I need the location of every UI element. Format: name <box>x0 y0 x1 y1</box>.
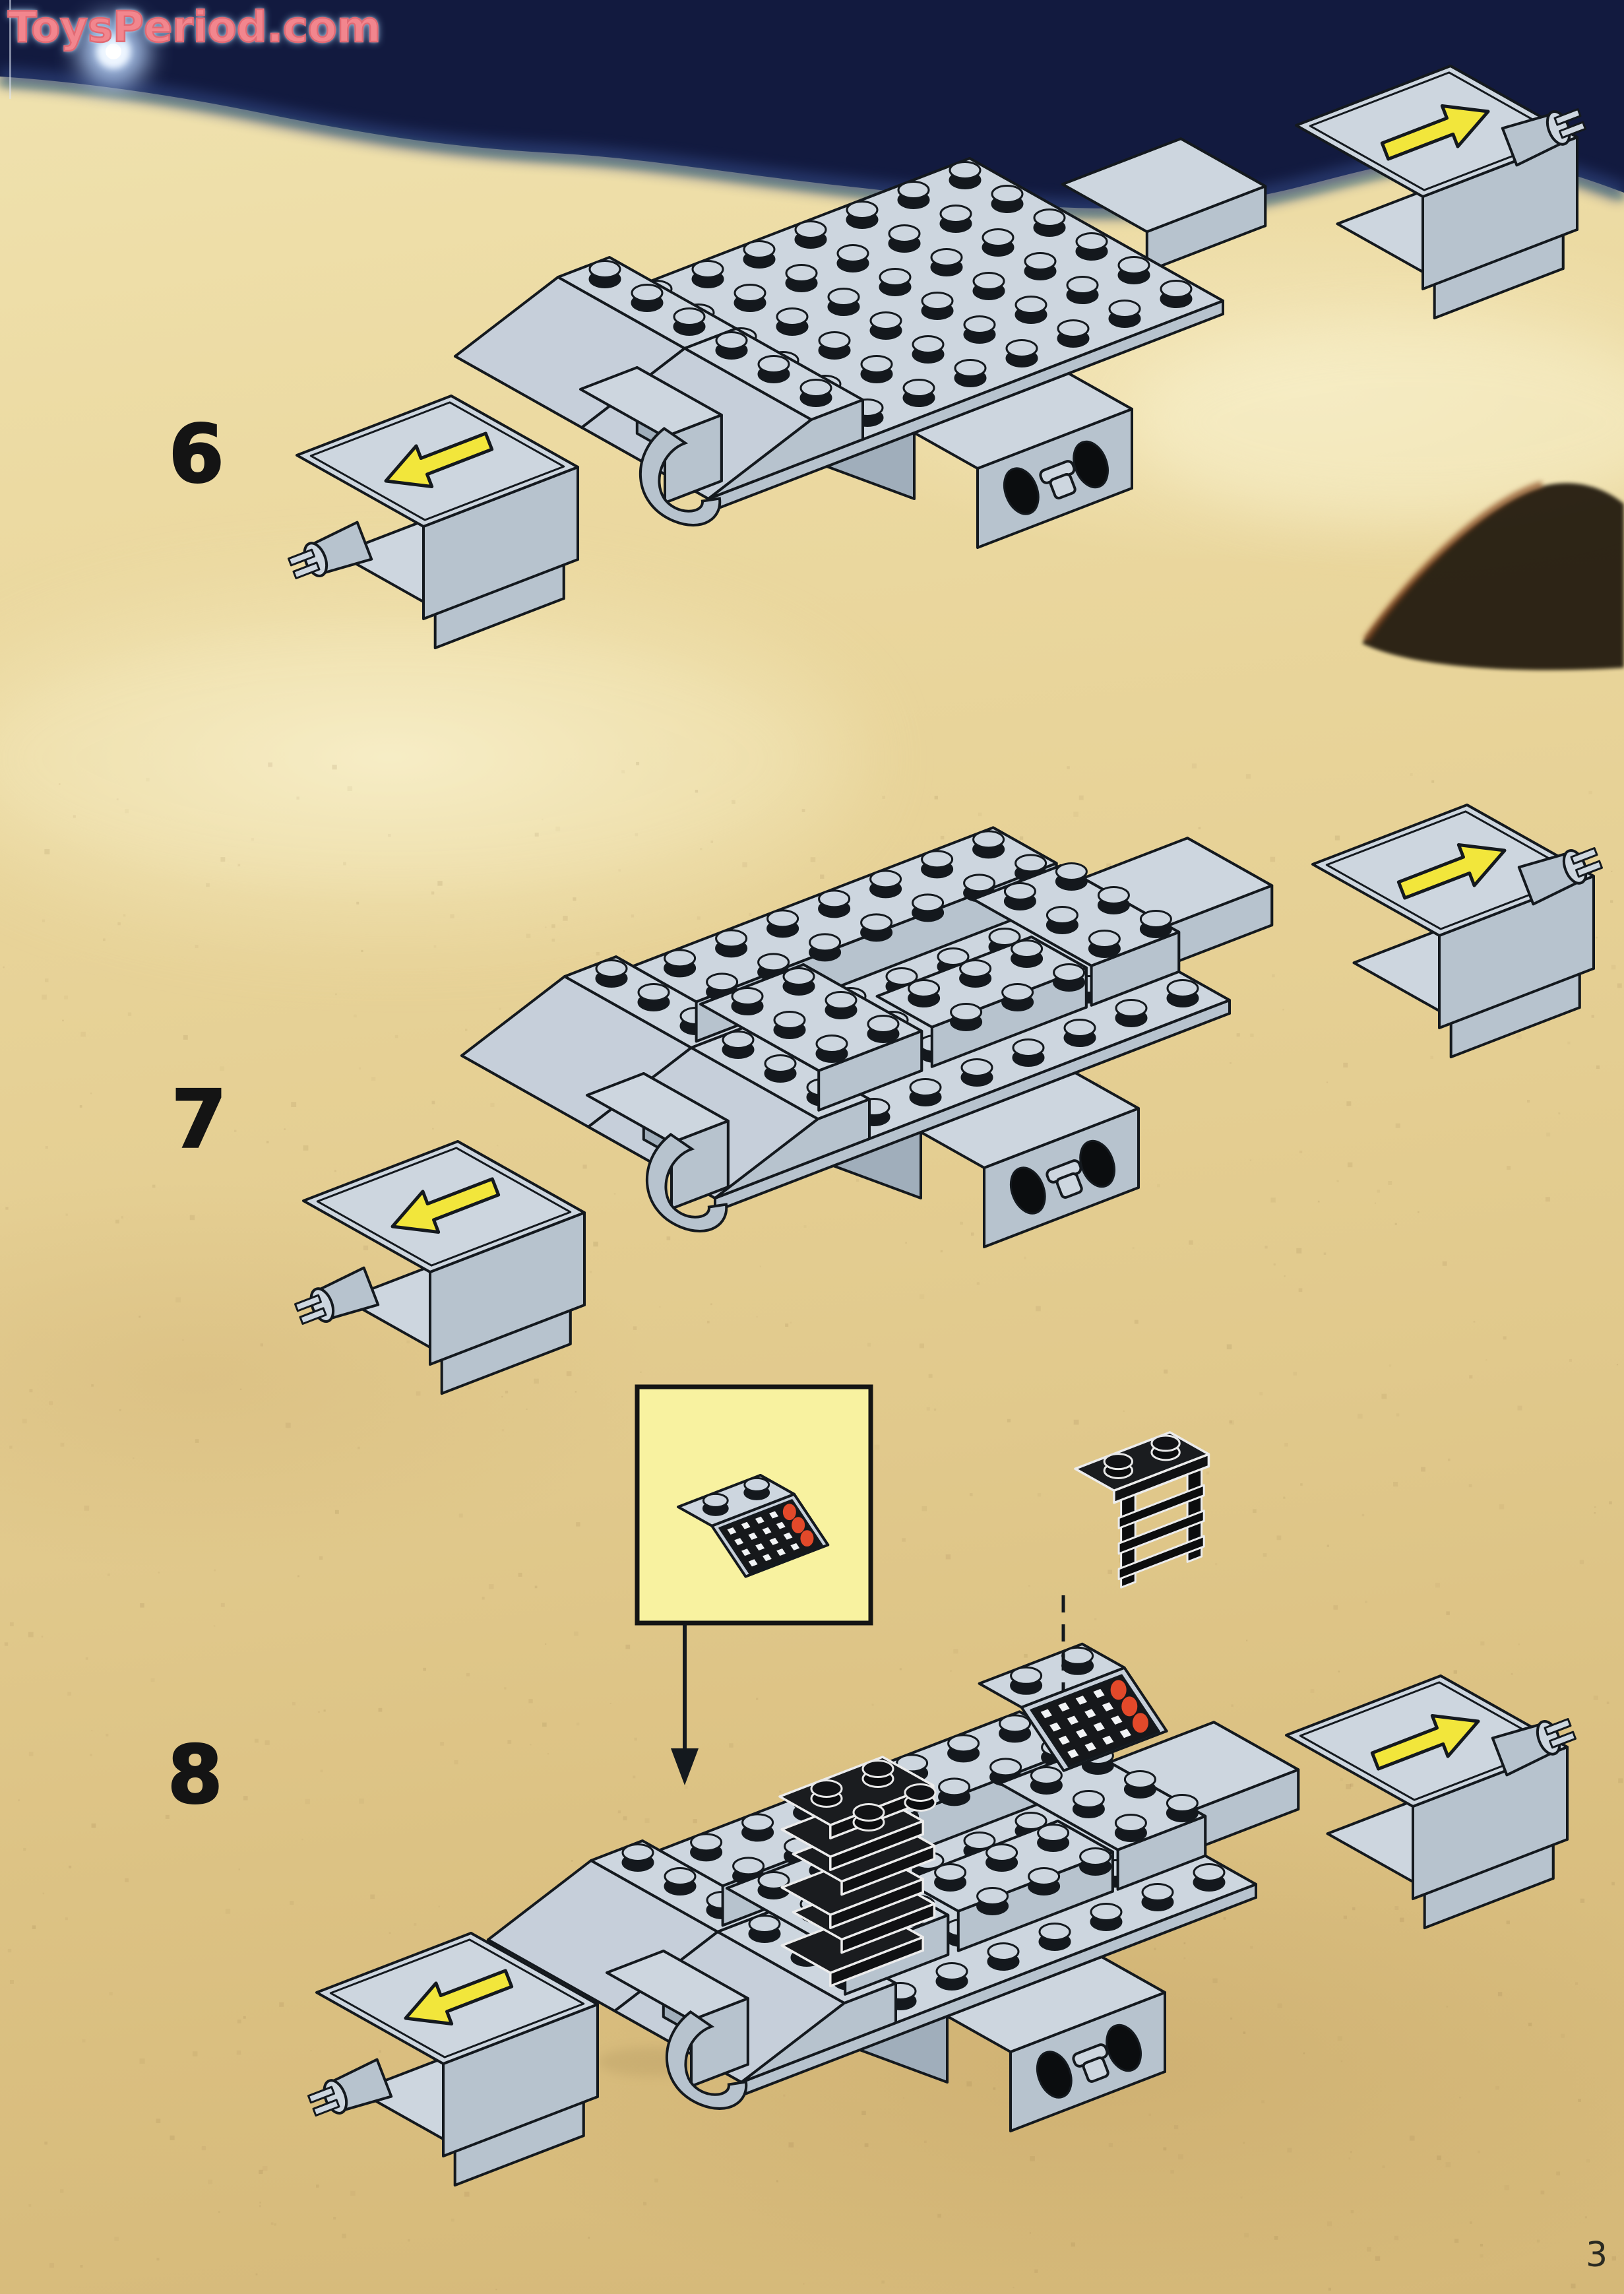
scan-scratch-mark <box>9 0 11 99</box>
yellow-arrow-icon <box>384 431 494 488</box>
step-8-assembly <box>307 1384 1577 2187</box>
ladder-bracket-part <box>1074 1431 1210 1589</box>
callout-down-arrow-icon <box>671 1748 699 1785</box>
engine-block-with-holes <box>858 1956 1166 2132</box>
hinge-connector <box>606 1950 749 2110</box>
callout-slope-brick <box>677 1474 830 1578</box>
hinge-connector <box>579 366 723 526</box>
yellow-arrow-icon <box>404 1969 514 2025</box>
engine-pod-right <box>1295 65 1586 320</box>
engine-pod-right <box>1311 804 1603 1059</box>
watermark: ToysPeriod.com <box>7 3 382 52</box>
control-panel-slope <box>978 1642 1168 1772</box>
engine-pod-left <box>288 395 579 650</box>
black-ladder-stack-part <box>778 1756 937 1987</box>
step-6-label: 6 <box>168 409 225 501</box>
hinge-connector <box>586 1072 730 1232</box>
yellow-arrow-icon <box>390 1177 501 1234</box>
star <box>78 16 149 87</box>
engine-block-with-holes <box>825 372 1133 549</box>
step-7-assembly <box>294 804 1603 1395</box>
dune-shadow <box>0 323 1624 2076</box>
engine-block-with-holes <box>832 1071 1140 1248</box>
engine-pod-right <box>1285 1674 1577 1930</box>
callout-box <box>635 1384 873 1785</box>
step-7-label: 7 <box>171 1074 228 1166</box>
yellow-arrow-icon <box>1380 104 1490 161</box>
engine-pod-left <box>307 1932 599 2187</box>
yellow-arrow-icon <box>1396 843 1507 900</box>
engine-pod-left <box>294 1140 586 1395</box>
step-8-label: 8 <box>167 1730 224 1822</box>
page-number: 3 <box>1586 2235 1608 2275</box>
step-6-assembly <box>288 65 1586 650</box>
yellow-arrow-icon <box>1370 1714 1480 1771</box>
